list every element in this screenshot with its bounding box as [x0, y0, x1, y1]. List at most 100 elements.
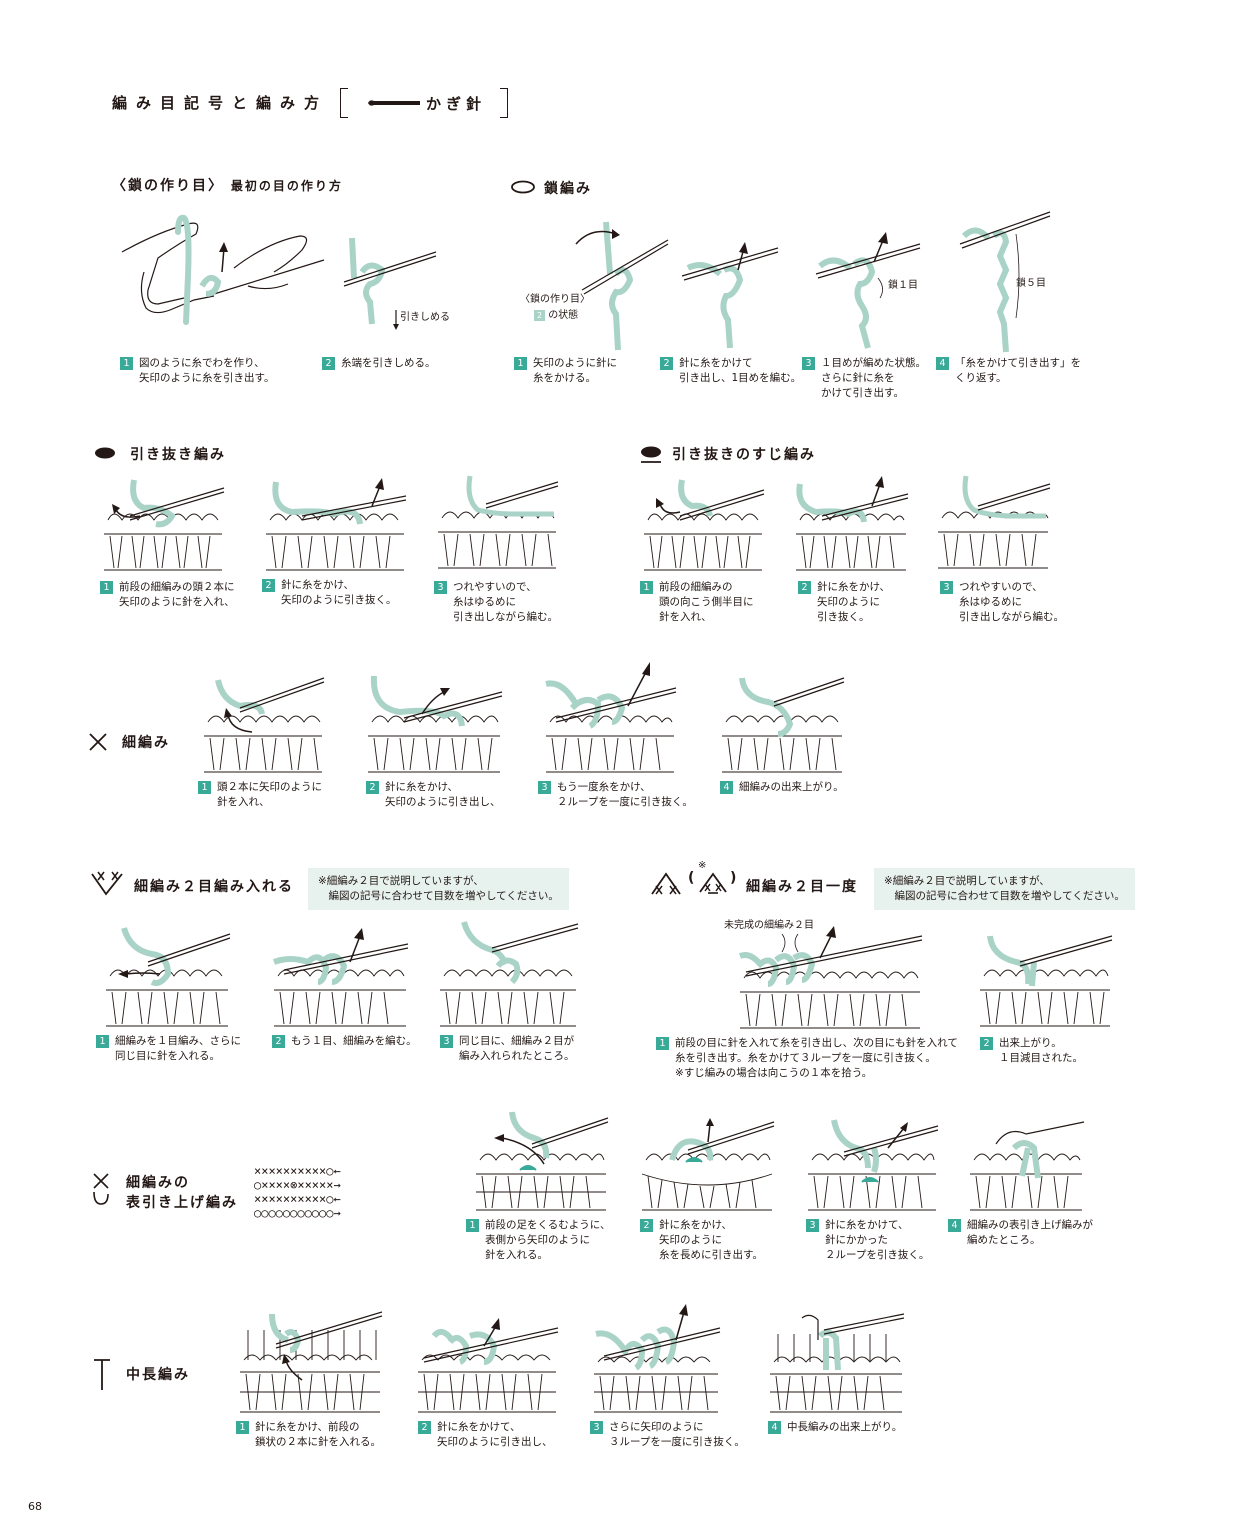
slip-stitch-symbol-icon: [95, 447, 115, 459]
chain-start-title: 〈鎖の作り目〉 最初の目の作り方: [112, 175, 343, 195]
step-number: 3: [434, 581, 447, 594]
slip-back-step-2-illustration: [796, 476, 909, 571]
fpsc-title-line-1: 細編みの: [126, 1175, 190, 1191]
sc-inc-title: 細編み２目編み入れる: [134, 879, 294, 895]
slip-back-step-3-illustration: [938, 475, 1051, 569]
step-number: 3: [590, 1421, 603, 1434]
step-number: 1: [640, 581, 653, 594]
fpsc-step-2-illustration: [641, 1118, 775, 1211]
step-text: 矢印のように針に 糸をかける。: [533, 357, 617, 384]
step-text: １目めが編めた状態。 さらに針に糸を かけて引き出す。: [821, 357, 926, 399]
step-text: つれやすいので、 糸はゆるめに 引き出しながら編む。: [959, 581, 1064, 623]
slip-step-3-illustration: [438, 475, 559, 569]
sc-dec-step-2-illustration: [980, 935, 1113, 1027]
page-number: 68: [28, 1500, 42, 1513]
step-text: 中長編みの出来上がり。: [787, 1421, 903, 1433]
bracket-left: [340, 88, 348, 118]
step-number: 2: [798, 581, 811, 594]
pull-tight-label: 引きしめる: [400, 312, 450, 323]
step-number: 3: [940, 581, 953, 594]
hdc-step-3-illustration: [594, 1304, 721, 1413]
slip-step-2: 2 針に糸をかけ、 矢印のように引き抜く。: [262, 578, 397, 623]
slip-step-3: 3 つれやすいので、 糸はゆるめに 引き出しながら編む。: [434, 580, 558, 625]
sc-step-1: 1 頭２本に矢印のように 針を入れ、: [198, 780, 322, 825]
chain-step-4: 4 「糸をかけて引き出す」を くり返す。: [936, 356, 1081, 401]
sc-dec-step-2: 2 出来上がり。 １目減目された。: [980, 1036, 1083, 1081]
slip-back-step-2: 2 針に糸をかけ、 矢印のように 引き抜く。: [798, 580, 890, 625]
step-number: 1: [466, 1219, 479, 1232]
sc-inc-note: ※細編み２目で説明していますが、 編図の記号に合わせて目数を増やしてください。: [308, 868, 569, 910]
chart-row: ××××××××××○←: [254, 1192, 341, 1206]
step-number: 1: [96, 1035, 109, 1048]
sc-step-4-illustration: [722, 677, 845, 773]
tool-label: かぎ針: [426, 95, 487, 113]
sc-inc-step-3-illustration: [440, 921, 579, 1027]
slip-back-title: 引き抜きのすじ編み: [672, 447, 816, 463]
step-text: 針に糸をかけ、前段の 鎖状の２本に針を入れる。: [255, 1421, 381, 1448]
fpsc-title-line-2: 表引き上げ編み: [126, 1195, 238, 1211]
hands-forming-loop-illustration: [121, 214, 325, 325]
chain-step-1-illustration: [575, 221, 669, 351]
step-number: 4: [936, 357, 949, 370]
step-text: 前段の足をくるむように、 表側から矢印のように 針を入れる。: [485, 1219, 611, 1261]
step-text: 同じ目に、細編み２目が 編み入れられたところ。: [459, 1035, 575, 1062]
step-number: 1: [514, 357, 527, 370]
step-number: 3: [802, 357, 815, 370]
hdc-step-1-illustration: [240, 1311, 383, 1413]
fpsc-step-2: 2 針に糸をかけ、 矢印のように 糸を長めに引き出す。: [640, 1218, 763, 1263]
step-number: 1: [120, 357, 133, 370]
slip-step-1-illustration: [104, 479, 225, 571]
chain-state-suffix: の状態: [548, 310, 579, 321]
sc-dec-note-mark: ※: [698, 860, 707, 871]
chain-step-1: 1 矢印のように針に 糸をかける。: [514, 356, 617, 401]
hdc-step-3: 3 さらに矢印のように ３ループを一度に引き抜く。: [590, 1420, 745, 1465]
sc-inc-step-3: 3 同じ目に、細編み２目が 編み入れられたところ。: [440, 1034, 575, 1079]
single-crochet-symbol-icon: [89, 733, 107, 751]
hdc-step-2-illustration: [418, 1318, 559, 1413]
sc-step-2-illustration: [368, 675, 503, 773]
slip-back-step-3: 3 つれやすいので、 糸はゆるめに 引き出しながら編む。: [940, 580, 1064, 625]
hdc-step-4: 4 中長編みの出来上がり。: [768, 1420, 902, 1465]
step-number: 3: [806, 1219, 819, 1232]
page-title: 編み目記号と編み方: [112, 94, 329, 112]
step-text: 頭２本に矢印のように 針を入れ、: [217, 781, 322, 808]
step-text: 針に糸をかけて、 矢印のように引き出し、: [437, 1421, 553, 1448]
chain-start-title-text: 〈鎖の作り目〉: [112, 178, 224, 194]
step-text: 前段の細編みの頭２本に 矢印のように針を入れ、: [119, 581, 235, 608]
front-post-sc-symbol-icon: [93, 1173, 109, 1205]
step-text: 前段の細編みの 頭の向こう側半目に 針を入れ、: [659, 581, 754, 623]
step-number: 1: [198, 781, 211, 794]
slip-back-step-1-illustration: [644, 479, 765, 571]
step-text: もう１目、細編みを編む。: [291, 1035, 417, 1047]
sc-title: 細編み: [122, 735, 170, 751]
sc-dec-step-1: 1 前段の目に針を入れて糸を引き出し、次の目にも針を入れて 糸を引き出す。糸をか…: [656, 1036, 958, 1081]
step-number: 4: [768, 1421, 781, 1434]
chain-step-4-illustration: [959, 211, 1051, 353]
chain-start-subtitle: 最初の目の作り方: [230, 179, 343, 193]
fpsc-step-4-illustration: [970, 1121, 1085, 1211]
chain-start-step-1: 1 図のように糸でわを作り、 矢印のように糸を引き出す。: [120, 356, 274, 401]
step-number: 3: [538, 781, 551, 794]
step-number: 2: [418, 1421, 431, 1434]
bracket-right: [500, 88, 508, 118]
step-text: 針に糸をかけ、 矢印のように 引き抜く。: [817, 581, 890, 623]
chart-row: ○××××⊗×××××→: [254, 1178, 341, 1192]
chain-5-label: 鎖５目: [1016, 278, 1046, 289]
chain-step-2-illustration: [681, 242, 779, 349]
chart-row: ××××××××××○←: [254, 1164, 341, 1178]
fpsc-step-3-illustration: [808, 1119, 939, 1211]
step-text: 細編みの出来上がり。: [739, 781, 844, 793]
chain-start-step-2: 2 糸端を引きしめる。: [322, 356, 436, 401]
unfinished-sc-label: 未完成の細編み２目: [724, 920, 814, 931]
step-text: つれやすいので、 糸はゆるめに 引き出しながら編む。: [453, 581, 558, 623]
step-text: 針に糸をかけて、 針にかかった ２ループを引き抜く。: [825, 1219, 930, 1261]
chain-state-label: 〈鎖の作り目〉: [520, 290, 590, 305]
fpsc-step-3: 3 針に糸をかけて、 針にかかった ２ループを引き抜く。: [806, 1218, 929, 1263]
hdc-step-1: 1 針に糸をかけ、前段の 鎖状の２本に針を入れる。: [236, 1420, 381, 1465]
step-text: 針に糸をかけ、 矢印のように引き抜く。: [281, 579, 397, 606]
step-text: 細編みの表引き上げ編みが 編めたところ。: [967, 1219, 1093, 1246]
sc-dec-title: 細編み２目一度: [746, 879, 858, 895]
sc-dec-paren-open: (: [688, 870, 697, 886]
sc-step-3-illustration: [545, 662, 677, 773]
fpsc-step-1-illustration: [476, 1111, 609, 1211]
